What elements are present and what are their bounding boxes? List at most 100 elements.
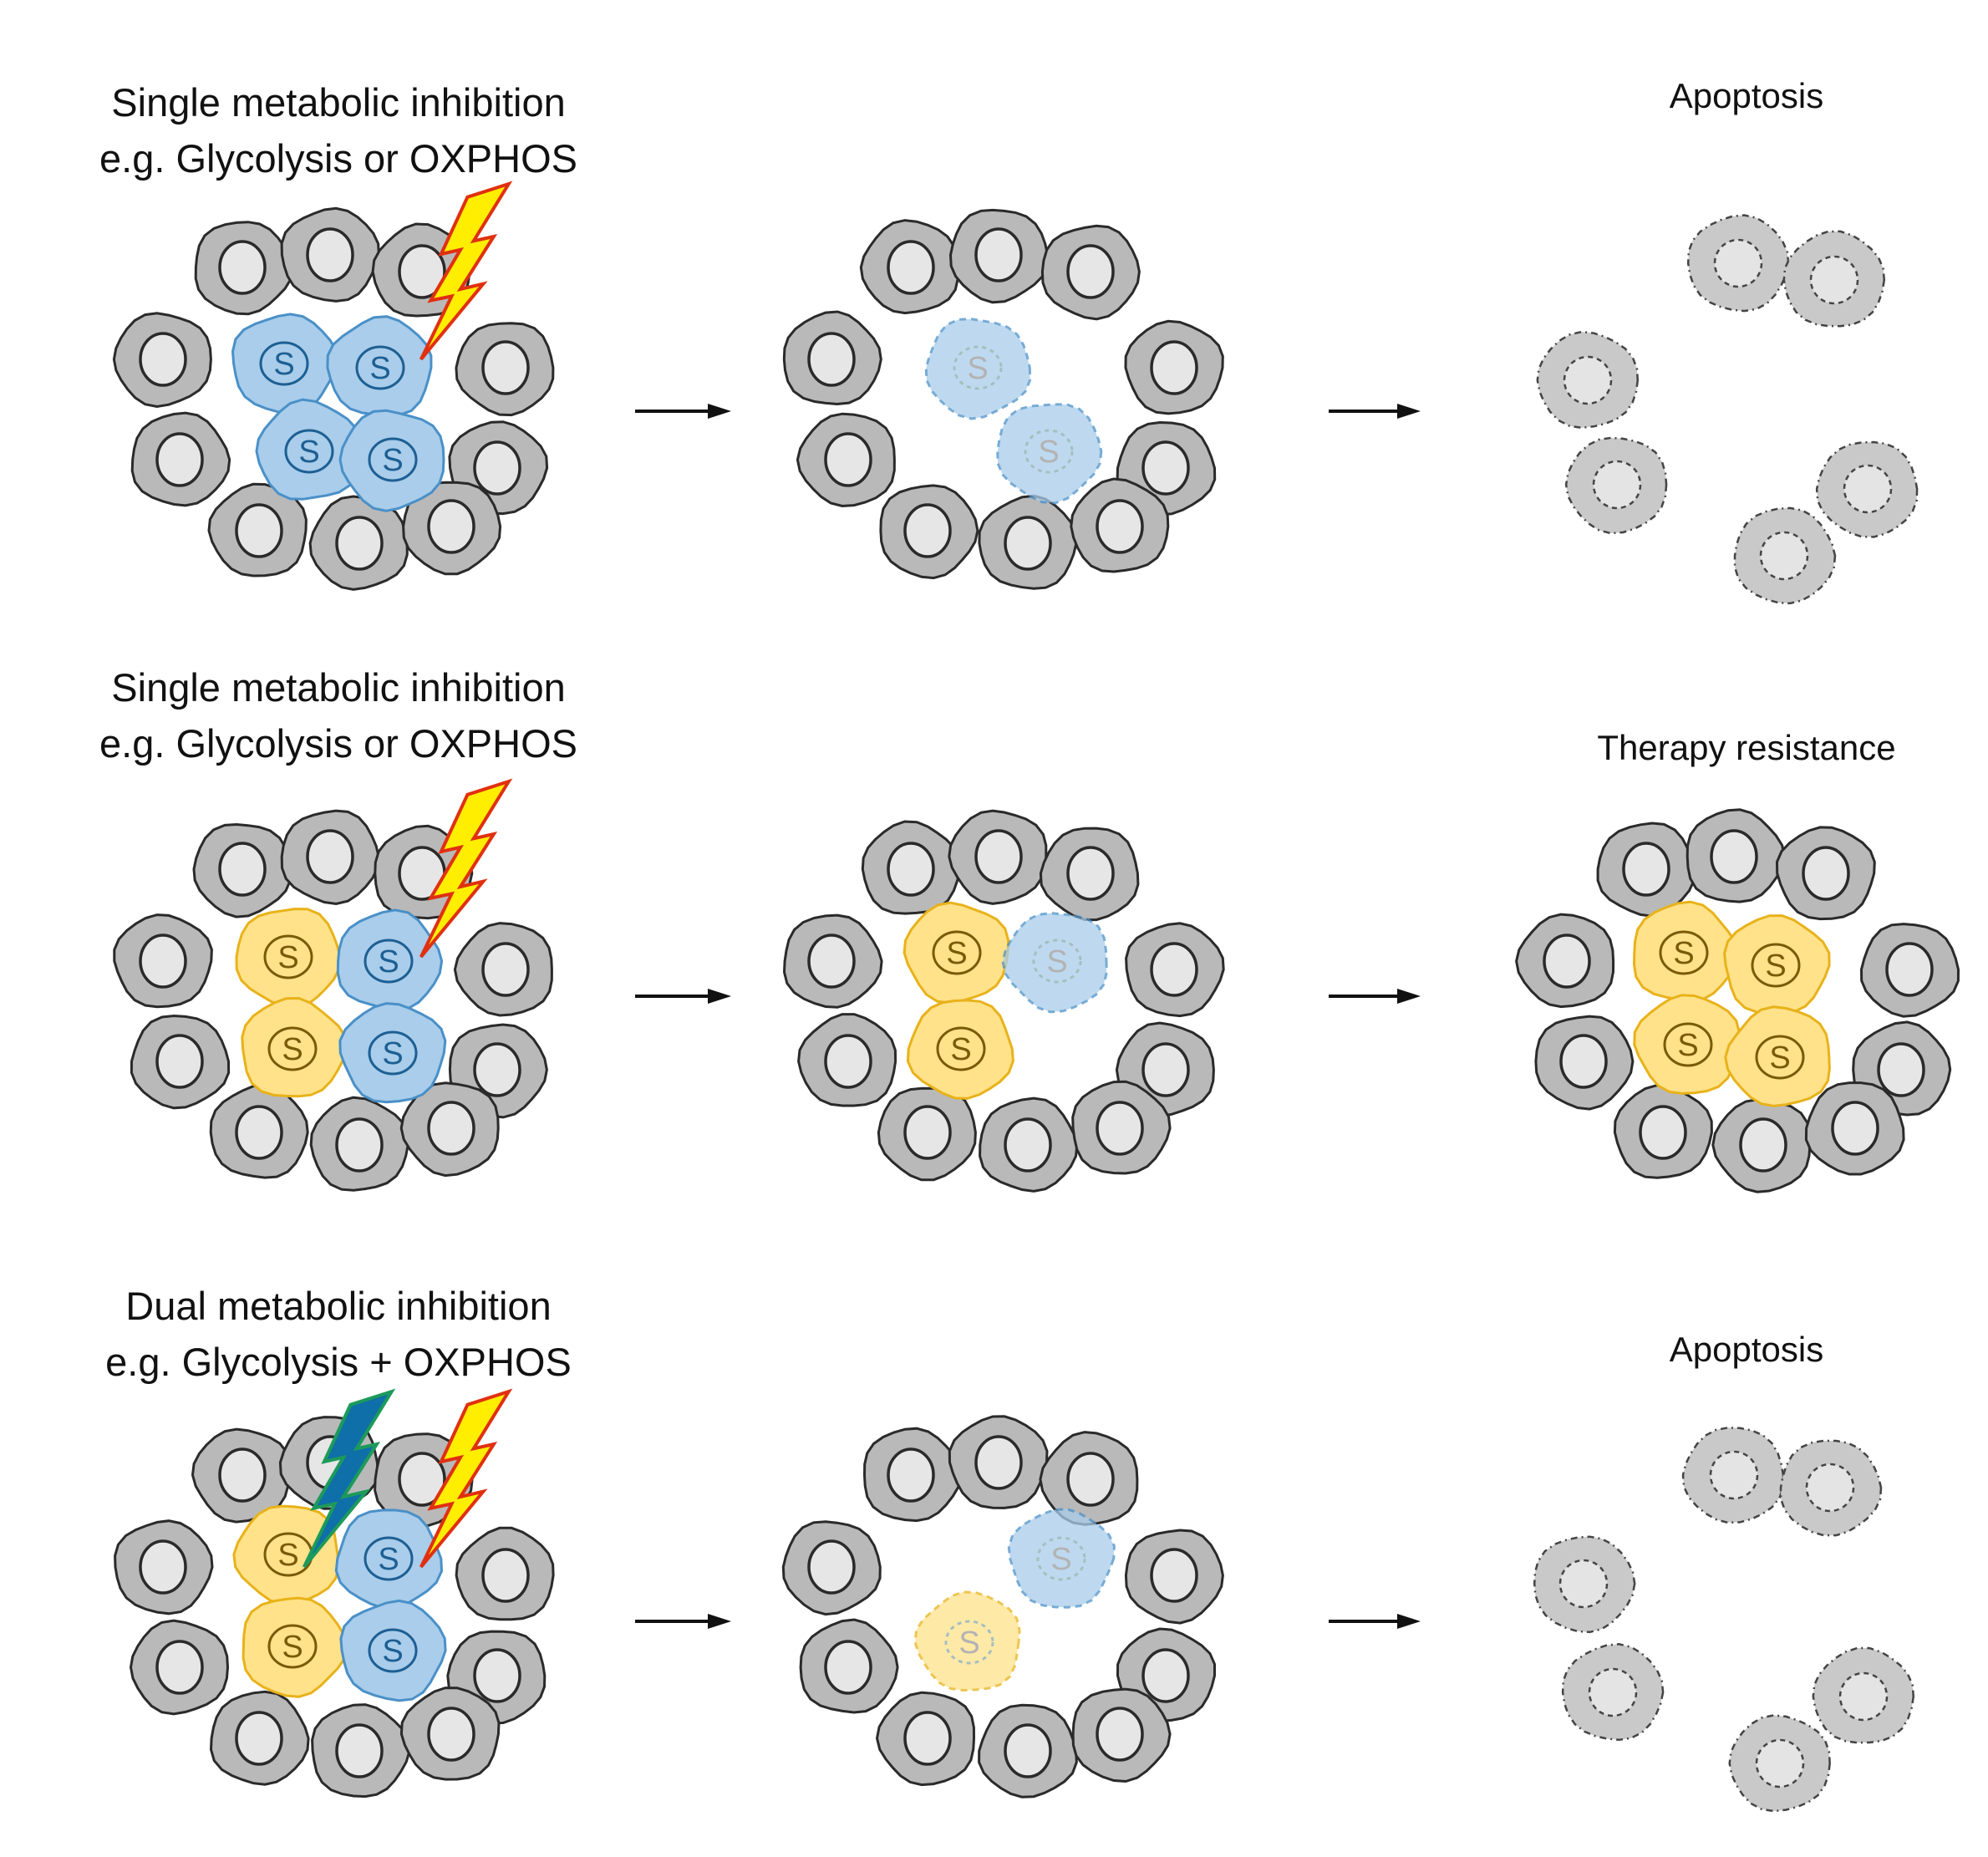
normal-cell <box>1124 1529 1224 1625</box>
stem-cell-letter: S <box>1769 1040 1790 1076</box>
normal-cell <box>192 822 292 918</box>
normal-cell <box>875 1691 976 1787</box>
normal-cell <box>1125 922 1225 1018</box>
normal-cell <box>1071 1687 1172 1783</box>
yellow-stem-cell-dying: S <box>913 1590 1021 1692</box>
normal-cell <box>859 219 959 315</box>
row2-outcome-label: Therapy resistance <box>1597 728 1896 767</box>
normal-cell <box>877 1086 977 1182</box>
normal-cell <box>1775 826 1876 921</box>
normal-cell <box>1685 808 1786 903</box>
row2-title-line2: e.g. Glycolysis or OXPHOS <box>99 721 577 766</box>
process-arrow <box>635 1614 731 1629</box>
stem-cell-letter: S <box>282 1032 303 1067</box>
process-arrow <box>1329 989 1421 1004</box>
normal-cell <box>308 495 409 591</box>
process-arrow <box>635 989 731 1004</box>
normal-cell <box>1070 477 1170 573</box>
yellow-stem-cell: S <box>1724 1005 1831 1107</box>
normal-cell <box>209 1690 310 1786</box>
row1-title-line1: Single metabolic inhibition <box>111 80 566 125</box>
apoptotic-cell <box>1728 1714 1831 1813</box>
normal-cell <box>129 1619 230 1716</box>
normal-cell <box>113 913 213 1009</box>
stem-cell-letter: S <box>378 944 399 979</box>
apoptotic-cell <box>1686 214 1790 313</box>
apoptotic-cell <box>1536 330 1640 430</box>
apoptotic-cell <box>1779 1439 1883 1537</box>
process-arrow <box>635 404 731 419</box>
normal-cell <box>311 1703 411 1798</box>
stem-cell-letter: S <box>967 351 988 386</box>
apoptotic-cell <box>1782 230 1886 328</box>
normal-cell <box>130 411 231 507</box>
normal-cell <box>948 208 1050 304</box>
row1-outcome-label: Apoptosis <box>1669 76 1824 115</box>
stem-cell-letter: S <box>958 1626 979 1661</box>
stem-cell-letter: S <box>369 351 390 386</box>
blue-stem-cell: S <box>334 1508 444 1610</box>
normal-cell <box>782 310 882 406</box>
stem-cell-letter: S <box>378 1542 399 1577</box>
normal-cell <box>797 1013 897 1107</box>
row3-outcome-label: Apoptosis <box>1669 1330 1824 1369</box>
blue-stem-cell-dying: S <box>1001 912 1108 1014</box>
apoptotic-cell <box>1561 1643 1665 1742</box>
row3-title-line1: Dual metabolic inhibition <box>125 1284 552 1328</box>
apoptotic-cell <box>1733 506 1837 605</box>
normal-cell <box>1040 224 1141 321</box>
apoptotic-cell <box>1815 440 1919 538</box>
blue-stem-cell: S <box>326 315 433 417</box>
normal-cell <box>782 913 883 1009</box>
lightning-icon <box>419 778 513 959</box>
blue-stem-cell: S <box>231 313 339 415</box>
normal-cell <box>879 484 979 580</box>
normal-cell <box>309 1096 409 1192</box>
normal-cell <box>280 809 380 906</box>
stem-cell-letter: S <box>950 1032 971 1067</box>
apoptotic-cell <box>1681 1427 1785 1524</box>
yellow-stem-cell: S <box>1723 914 1831 1015</box>
lightning-icon-secondary <box>303 1388 396 1569</box>
yellow-stem-cell: S <box>242 1596 348 1698</box>
blue-stem-cell-dying: S <box>996 403 1103 505</box>
normal-cell <box>399 1687 501 1781</box>
apoptotic-cell <box>1533 1535 1636 1634</box>
stem-cell-letter: S <box>277 940 298 975</box>
blue-stem-cell: S <box>336 908 444 1012</box>
blue-stem-cell: S <box>255 398 362 501</box>
normal-cell <box>979 1096 1079 1193</box>
blue-stem-cell-dying: S <box>1007 1508 1116 1609</box>
normal-cell <box>1071 1080 1172 1175</box>
yellow-stem-cell: S <box>1633 994 1741 1095</box>
yellow-stem-cell: S <box>1632 900 1740 1003</box>
yellow-stem-cell: S <box>902 901 1010 1005</box>
normal-cell <box>796 412 896 508</box>
stem-cell-letter: S <box>382 443 403 478</box>
normal-cell <box>1124 319 1224 415</box>
blue-stem-cell: S <box>338 409 445 512</box>
stem-cell-letter: S <box>382 1634 403 1669</box>
normal-cell <box>1039 1431 1139 1526</box>
normal-cell <box>1534 1015 1635 1111</box>
normal-cell <box>1039 827 1140 922</box>
normal-cell <box>978 494 1078 590</box>
blue-stem-cell-dying: S <box>924 318 1032 420</box>
stem-cell-letter: S <box>1677 1028 1698 1063</box>
normal-cell <box>862 1427 963 1523</box>
normal-cell <box>209 1083 309 1179</box>
normal-cell <box>402 481 502 576</box>
stem-cell-letter: S <box>1046 944 1067 979</box>
yellow-stem-cell: S <box>232 1504 340 1606</box>
row1-title-line2: e.g. Glycolysis or OXPHOS <box>99 136 577 181</box>
apoptotic-cell <box>1564 436 1668 535</box>
blue-stem-cell: S <box>339 1599 447 1702</box>
yellow-stem-cell: S <box>235 908 342 1010</box>
stem-cell-letter: S <box>946 936 967 971</box>
normal-cell <box>112 312 212 409</box>
stem-cell-letter: S <box>298 435 319 470</box>
process-arrow <box>1329 1614 1421 1629</box>
stem-cell-letter: S <box>277 1538 298 1573</box>
